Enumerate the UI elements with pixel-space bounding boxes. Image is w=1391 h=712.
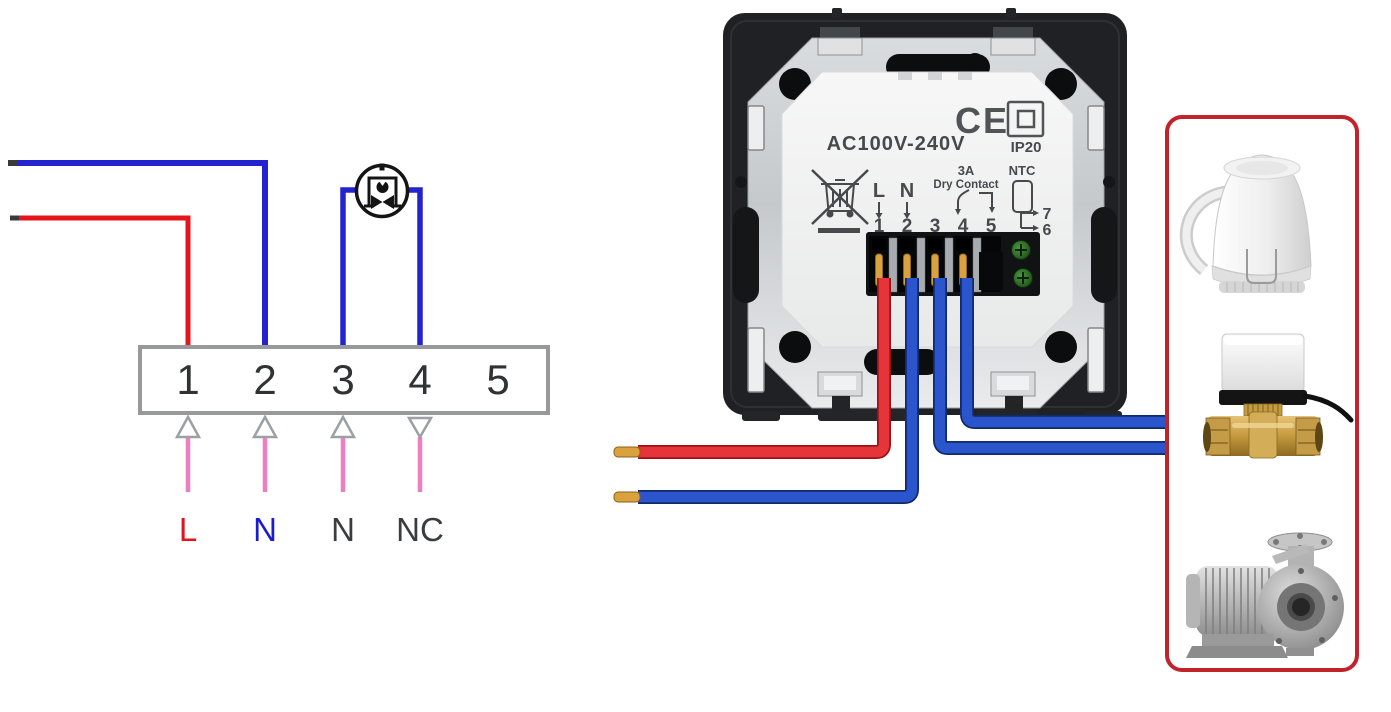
panel-top-tabs [898, 72, 972, 80]
sensor-connector [979, 252, 1003, 290]
valve-wire-nc-photo [960, 278, 1171, 429]
wire-labels: L N N NC [179, 511, 444, 548]
valve-wire-n-photo [933, 278, 1171, 455]
live-terminal-label: L [873, 180, 885, 202]
dry-contact-symbol [955, 189, 995, 215]
arrow-up-2 [251, 414, 279, 439]
schematic-neutral-wire [13, 160, 268, 347]
tstat-terminal-2: 2 [902, 216, 913, 237]
mounting-clips [817, 27, 1036, 413]
sensor-label-text: NTC [1009, 163, 1036, 178]
live-wire-end-cap [10, 215, 19, 221]
neutral-wire-photo [613, 278, 919, 504]
tstat-terminal-5: 5 [986, 216, 997, 237]
terminal-number-3: 3 [331, 356, 354, 403]
live-wire-ferrule [613, 446, 641, 458]
left-wiring-schematic: 1 2 3 4 5 L N N NC [8, 160, 550, 548]
motorized-valve-icon [354, 163, 410, 219]
tstat-terminal-4: 4 [958, 216, 969, 237]
live-wire-photo [613, 278, 891, 459]
terminal-number-1: 1 [176, 356, 199, 403]
relay-label-text: Dry Contact [933, 179, 998, 191]
voltage-rating-text: AC100V-240V [827, 133, 966, 155]
label-live: L [179, 511, 197, 548]
terminal-number-4: 4 [408, 356, 431, 403]
thermostat-terminal-numbers: 1 2 3 4 5 [874, 216, 997, 237]
label-valve-nc: NC [396, 511, 444, 548]
plate-side-windows [747, 105, 1105, 393]
label-valve-n: N [331, 511, 355, 548]
thermostat-back-photo: AC100V-240V CE IP20 L N 1 2 3 [723, 8, 1127, 421]
tstat-terminal-1: 1 [874, 216, 885, 237]
relay-rating-text: 3A [958, 163, 975, 178]
pcb-screws [1011, 240, 1033, 288]
arrow-up-1 [174, 414, 202, 439]
motorized-zone-valve [1203, 333, 1354, 459]
valve-cable [1302, 393, 1354, 423]
ntc-terminal-7: 7 [1043, 206, 1052, 223]
label-neutral: N [253, 511, 277, 548]
down-arrows [875, 202, 911, 219]
arrow-up-3 [329, 414, 357, 439]
terminal-recess [866, 232, 1040, 296]
ntc-symbol [1012, 180, 1039, 231]
terminal-number-5: 5 [486, 356, 509, 403]
neutral-wire-end-cap [8, 160, 18, 166]
ip-rating-icon [1006, 100, 1045, 138]
neutral-wire-ferrule [613, 491, 641, 503]
tstat-terminal-3: 3 [930, 216, 941, 237]
neutral-terminal-label: N [900, 180, 914, 202]
circulation-pump [1186, 532, 1344, 658]
thermal-actuator [1180, 154, 1312, 293]
terminal-strip: 1 2 3 4 5 [138, 345, 550, 415]
ce-mark: CE [955, 100, 1009, 141]
ip-rating-text: IP20 [1011, 139, 1042, 156]
terminal-arrows [174, 414, 434, 492]
crossed-out-wheelie-bin-icon [811, 169, 869, 233]
arrow-down-4 [406, 416, 434, 440]
schematic-live-wire [16, 215, 191, 347]
terminal-number-2: 2 [253, 356, 276, 403]
installation-wires [613, 278, 1171, 504]
controlled-devices-panel [1165, 115, 1359, 672]
ntc-terminal-6: 6 [1043, 222, 1052, 239]
